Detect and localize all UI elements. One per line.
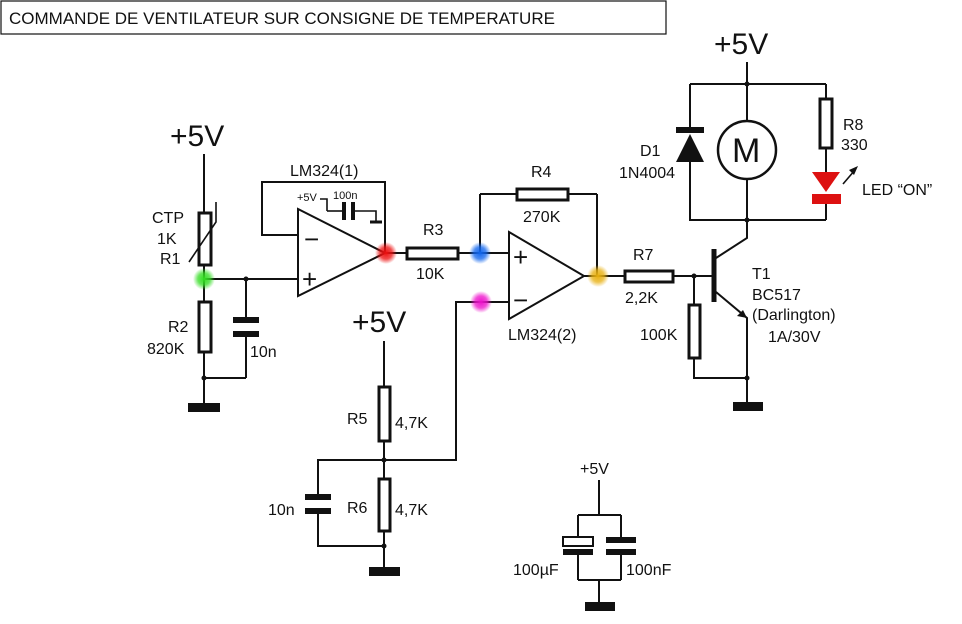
d1-diode-body — [676, 134, 704, 162]
r3-value-label: 10K — [416, 266, 445, 283]
d1-ref-label: D1 — [640, 143, 661, 160]
opamp1-plus-sign: + — [302, 264, 317, 294]
r-base-resistor — [687, 303, 702, 360]
probe-green — [193, 268, 215, 290]
probe-red — [375, 242, 397, 264]
ceramic-cap-label: 100nF — [626, 562, 672, 579]
ground-symbol-output — [733, 402, 763, 411]
t1-ref-label: T1 — [752, 266, 771, 283]
opamp2-ref-label: LM324(2) — [508, 327, 576, 344]
opamp2-minus-sign: − — [513, 285, 528, 315]
r5-ref-label: R5 — [347, 411, 368, 428]
ctp-thermistor-mark — [188, 202, 217, 263]
title-box: COMMANDE DE VENTILATEUR SUR CONSIGNE DE … — [0, 0, 667, 35]
t1-note-label: (Darlington) — [752, 307, 836, 324]
opamp1-supply-label: +5V — [297, 192, 318, 204]
r2-value-label: 820K — [147, 341, 185, 358]
motor-letter: M — [732, 132, 760, 170]
output-stage: R7 2,2K 100K T1 BC517 (Darlington) 1A/30… — [619, 28, 932, 411]
electrolytic-cap-label: 100µF — [513, 562, 559, 579]
opamp2-stage: + − LM324(2) — [384, 230, 625, 461]
r2-ref-label: R2 — [168, 319, 189, 336]
supply-label-ctp: +5V — [170, 120, 224, 153]
r8-ref-label: R8 — [843, 117, 864, 134]
opamp2-triangle — [508, 230, 586, 321]
ground-symbol-divider — [369, 567, 400, 576]
r-base-value-label: 100K — [640, 327, 678, 344]
r6-value-label: 4,7K — [395, 502, 428, 519]
r8-resistor — [818, 97, 834, 150]
ground-symbol-input — [188, 403, 220, 412]
r3-resistor — [405, 246, 460, 261]
title: COMMANDE DE VENTILATEUR SUR CONSIGNE DE … — [9, 9, 555, 28]
decoupling-supply-label: +5V — [580, 461, 609, 478]
input-stage: +5V CTP 1K R1 R2 820K 10n — [147, 120, 297, 412]
probe-amber — [587, 265, 609, 287]
probe-blue — [469, 242, 491, 264]
r6-resistor — [377, 477, 392, 533]
reference-divider: +5V R5 4,7K R6 4,7K 10n — [268, 306, 428, 576]
cin-value-label: 10n — [250, 344, 277, 361]
r7-ref-label: R7 — [633, 247, 654, 264]
r8-value-label: 330 — [841, 137, 868, 154]
led-body — [812, 172, 840, 192]
probe-magenta — [470, 291, 492, 313]
r7-resistor — [623, 269, 675, 284]
r2-resistor — [197, 300, 213, 354]
r5-value-label: 4,7K — [395, 415, 428, 432]
ctp-ref-label: R1 — [160, 251, 181, 268]
opamp1-minus-sign: − — [304, 224, 319, 254]
r7-value-label: 2,2K — [625, 290, 658, 307]
electrolytic-cap-plate — [562, 536, 594, 547]
supply-label-divider: +5V — [352, 306, 406, 339]
ground-symbol-decoupling — [585, 602, 615, 611]
led-label: LED “ON” — [862, 182, 932, 199]
d1-type-label: 1N4004 — [619, 165, 675, 182]
ctp-value-label: 1K — [157, 231, 177, 248]
supply-label-output: +5V — [714, 28, 768, 61]
r3-ref-label: R3 — [423, 222, 444, 239]
r6-ref-label: R6 — [347, 500, 368, 517]
r5-resistor — [377, 385, 392, 443]
r4-value-label: 270K — [523, 209, 561, 226]
opamp1-triangle — [297, 207, 388, 298]
opamp2-plus-sign: + — [513, 242, 528, 272]
r4-resistor — [515, 187, 570, 202]
opamp1-cap-label: 100n — [333, 190, 357, 202]
cref-value-label: 10n — [268, 502, 295, 519]
decoupling-block: +5V 100µF 100nF — [513, 461, 672, 611]
opamp1-stage: − + LM324(1) +5V 100n — [261, 163, 407, 298]
r3-r4-network: R3 10K R4 270K — [405, 164, 598, 283]
opamp1-ref-label: LM324(1) — [290, 163, 358, 180]
ctp-type-label: CTP — [152, 210, 184, 227]
r4-ref-label: R4 — [531, 164, 552, 181]
t1-type-label: BC517 — [752, 287, 801, 304]
t1-rating-label: 1A/30V — [768, 329, 821, 346]
led-cathode-bar — [812, 194, 841, 204]
